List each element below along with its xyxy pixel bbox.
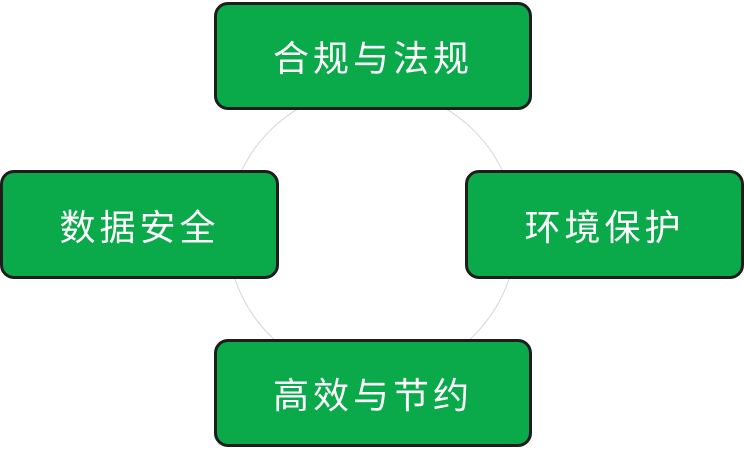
- node-environmental-protection: 环境保护: [465, 170, 744, 279]
- node-label: 合规与法规: [272, 39, 473, 80]
- node-data-security: 数据安全: [0, 170, 279, 279]
- node-label: 高效与节约: [272, 376, 473, 417]
- node-label: 数据安全: [59, 207, 220, 249]
- node-label: 环境保护: [524, 207, 685, 249]
- node-efficiency-savings: 高效与节约: [214, 339, 532, 447]
- node-compliance-regulations: 合规与法规: [214, 2, 532, 110]
